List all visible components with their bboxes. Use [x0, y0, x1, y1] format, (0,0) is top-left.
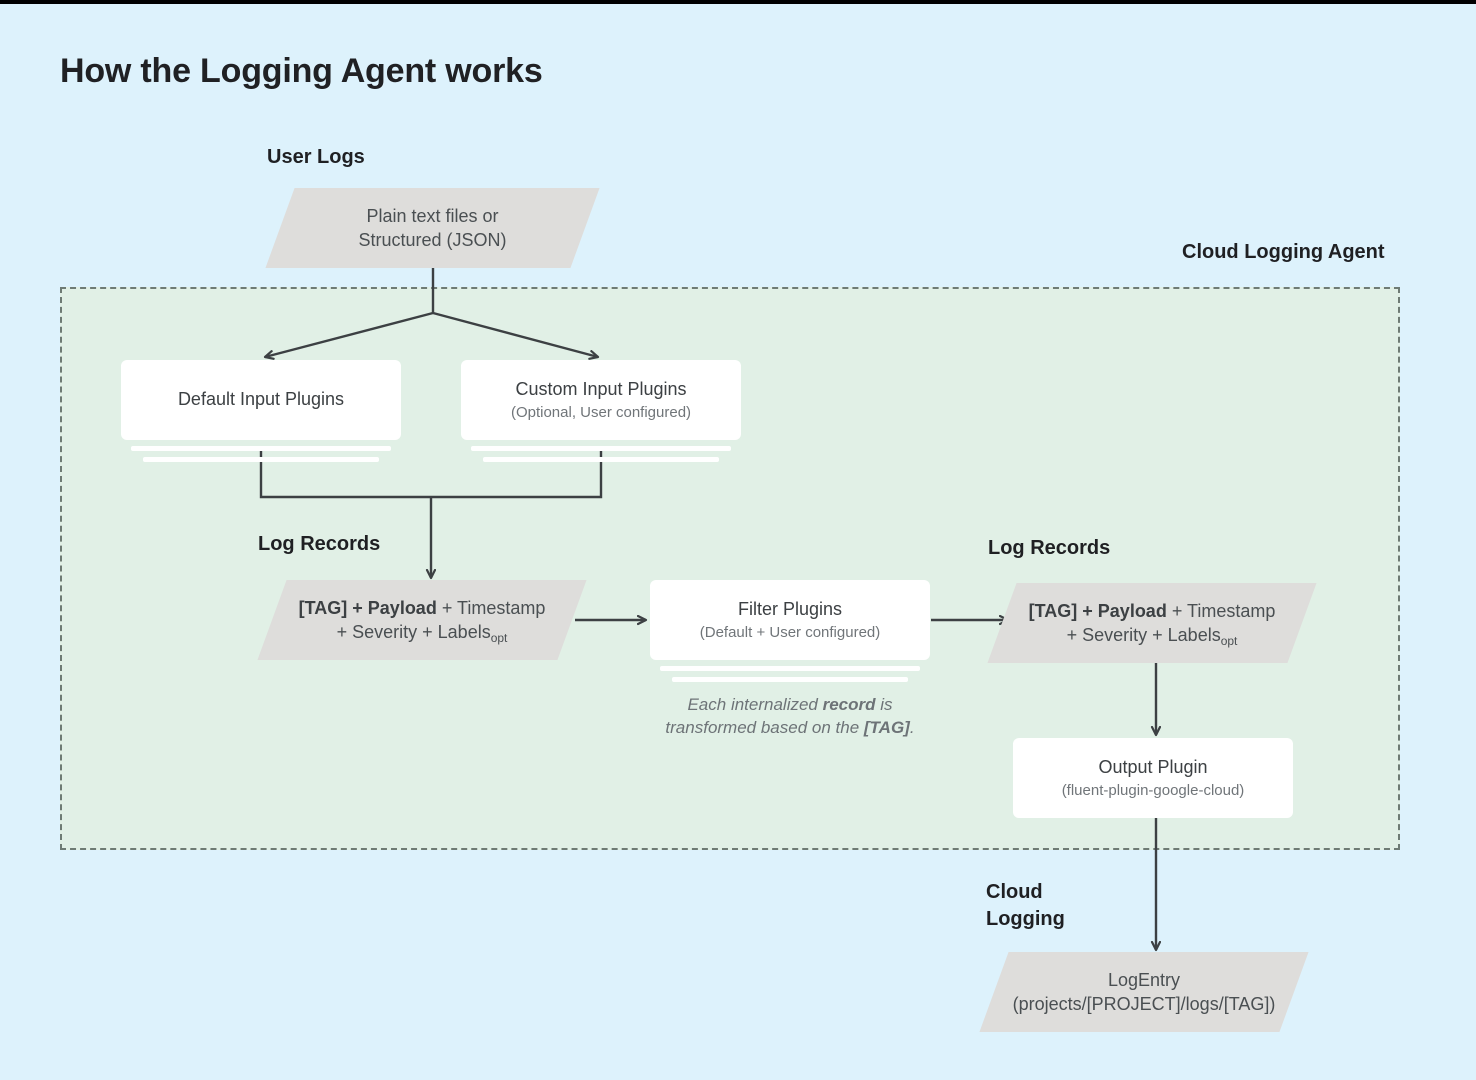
node-log-record-left-text: [TAG] + Payload + Timestamp + Severity +… — [272, 580, 572, 660]
node-log-entry-text: LogEntry (projects/[PROJECT]/logs/[TAG]) — [994, 952, 1294, 1032]
node-default-input-plugins-title: Default Input Plugins — [177, 389, 345, 410]
node-filter-plugins-stack-1 — [660, 666, 920, 671]
node-log-record-right-line1-bold: [TAG] + Payload — [1028, 600, 1167, 621]
node-log-record-left-line2-sub: opt — [490, 631, 508, 645]
node-user-logs-source-text: Plain text files or Structured (JSON) — [280, 188, 585, 268]
note-transform-bold1: record — [822, 695, 876, 714]
page-title: How the Logging Agent works — [60, 52, 543, 90]
label-cloud-logging-line1: Cloud — [986, 881, 1043, 903]
node-output-plugin-subtitle: (fluent-plugin-google-cloud) — [1061, 781, 1245, 799]
node-custom-input-plugins-body: Custom Input Plugins (Optional, User con… — [461, 360, 741, 440]
note-transform-part3: transformed based on the — [665, 718, 864, 738]
node-custom-input-plugins-stack-2 — [483, 457, 719, 462]
label-user-logs: User Logs — [267, 146, 365, 168]
node-custom-input-plugins-subtitle: (Optional, User configured) — [510, 403, 692, 421]
note-transform-part2: is — [875, 695, 893, 714]
top-border-strip — [0, 0, 1476, 4]
node-log-record-left: [TAG] + Payload + Timestamp + Severity +… — [257, 580, 587, 660]
node-log-record-left-line2: + Severity + Labelsopt — [336, 620, 508, 645]
label-cloud-logging-line2: Logging — [986, 908, 1065, 930]
node-log-record-right: [TAG] + Payload + Timestamp + Severity +… — [987, 583, 1317, 663]
node-user-logs-source-line1: Plain text files or — [366, 205, 499, 226]
node-filter-plugins-title: Filter Plugins — [737, 598, 843, 619]
node-output-plugin-body: Output Plugin (fluent-plugin-google-clou… — [1013, 738, 1293, 818]
note-transform-bold2: [TAG] — [863, 718, 910, 738]
label-cloud-logging: Cloud Logging — [986, 879, 1065, 933]
node-log-record-left-line1-bold: [TAG] + Payload — [298, 597, 437, 618]
node-log-record-right-line2-sub: opt — [1220, 634, 1238, 648]
label-log-records-left: Log Records — [258, 533, 381, 555]
node-log-entry: LogEntry (projects/[PROJECT]/logs/[TAG]) — [979, 952, 1309, 1032]
node-user-logs-source: Plain text files or Structured (JSON) — [265, 188, 600, 268]
cloud-logging-agent-label: Cloud Logging Agent — [1182, 241, 1385, 263]
node-log-record-right-line1: [TAG] + Payload + Timestamp — [1029, 599, 1276, 623]
node-filter-plugins-stack-2 — [672, 677, 908, 682]
node-log-record-right-line1-rest: + Timestamp — [1166, 600, 1276, 621]
node-filter-plugins-subtitle: (Default + User configured) — [699, 623, 881, 641]
node-log-record-right-text: [TAG] + Payload + Timestamp + Severity +… — [1002, 583, 1302, 663]
node-log-entry-line2: (projects/[PROJECT]/logs/[TAG]) — [1012, 994, 1276, 1014]
node-log-record-left-line1-rest: + Timestamp — [436, 597, 546, 618]
node-default-input-plugins-stack-2 — [143, 457, 379, 462]
node-custom-input-plugins-stack-1 — [471, 446, 731, 451]
note-transform-part4: . — [909, 718, 915, 738]
note-transform: Each internalized record is transformed … — [640, 693, 940, 740]
node-log-record-right-line2: + Severity + Labelsopt — [1066, 623, 1238, 648]
node-log-record-left-line2-main: + Severity + Labels — [336, 622, 491, 642]
node-log-record-left-line1: [TAG] + Payload + Timestamp — [299, 596, 546, 620]
node-output-plugin-title: Output Plugin — [1098, 756, 1208, 777]
node-log-record-right-line2-main: + Severity + Labels — [1066, 625, 1221, 645]
node-default-input-plugins-body: Default Input Plugins — [121, 360, 401, 440]
node-log-entry-line1: LogEntry — [1107, 969, 1181, 990]
node-default-input-plugins-stack-1 — [131, 446, 391, 451]
node-user-logs-source-line2: Structured (JSON) — [358, 230, 507, 250]
node-custom-input-plugins-title: Custom Input Plugins — [515, 378, 687, 399]
node-filter-plugins-body: Filter Plugins (Default + User configure… — [650, 580, 930, 660]
note-transform-part1: Each internalized — [687, 695, 823, 714]
label-log-records-right: Log Records — [988, 537, 1111, 559]
